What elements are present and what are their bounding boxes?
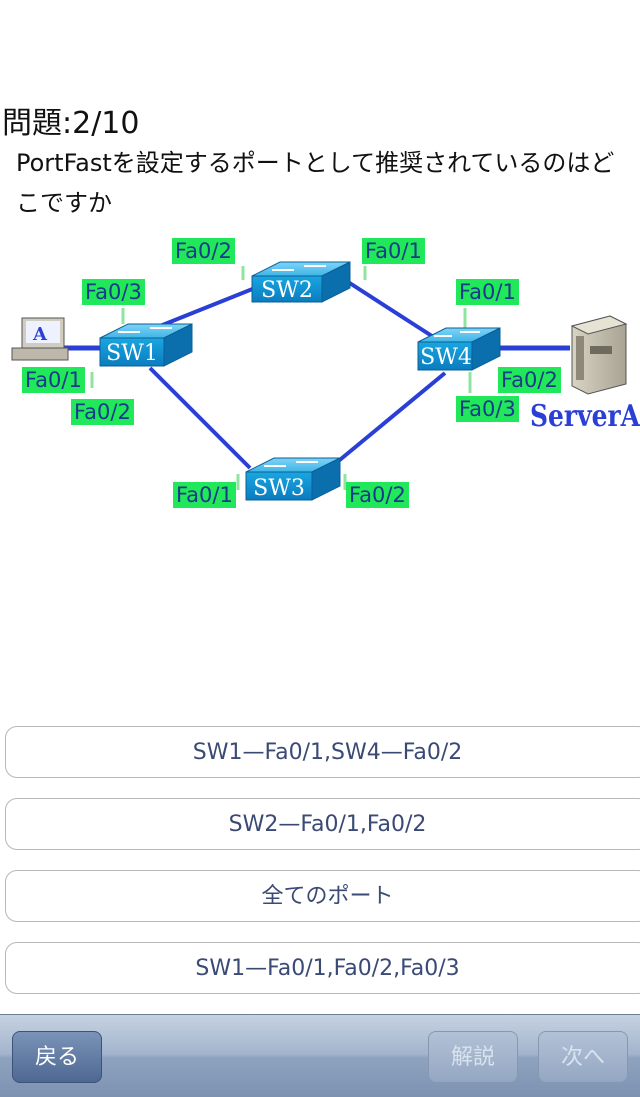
answer-option-2[interactable]: SW2—Fa0/1,Fa0/2 <box>5 798 640 850</box>
port-label-sw1-top: Fa0/3 <box>82 279 145 305</box>
network-topology-svg: A ServerA SW1 SW2 <box>11 261 640 501</box>
switch-sw1: SW1 <box>99 323 193 367</box>
server-a-icon <box>570 315 628 395</box>
next-button[interactable]: 次へ <box>538 1031 628 1083</box>
port-label-sw4-top: Fa0/1 <box>456 279 519 305</box>
question-text: PortFastを設定するポートとして推奨されているのはどこですか <box>16 149 615 217</box>
answer-option-1[interactable]: SW1—Fa0/1,SW4—Fa0/2 <box>5 726 640 778</box>
explanation-button[interactable]: 解説 <box>428 1031 518 1083</box>
network-diagram: A ServerA SW1 SW2 <box>0 228 640 518</box>
svg-text:A: A <box>32 324 48 345</box>
port-label-sw4-right: Fa0/2 <box>498 367 561 393</box>
port-label-sw2-left: Fa0/2 <box>172 238 235 264</box>
port-label-sw1-bottom: Fa0/2 <box>71 399 134 425</box>
pc-a-icon: A <box>11 317 69 361</box>
question-number: 問題:2/10 <box>2 106 140 141</box>
answer-option-3[interactable]: 全てのポート <box>5 870 640 922</box>
port-label-sw4-bottom: Fa0/3 <box>456 396 519 422</box>
network-links <box>60 278 570 470</box>
bottom-toolbar: 戻る 解説 次へ <box>0 1014 640 1097</box>
port-label-sw2-right: Fa0/1 <box>362 238 425 264</box>
port-label-sw1-left: Fa0/1 <box>22 367 85 393</box>
svg-text:SW1: SW1 <box>106 341 158 366</box>
server-a-label: ServerA <box>530 399 640 434</box>
switch-sw3: SW3 <box>245 457 341 501</box>
port-label-sw3-right: Fa0/2 <box>346 482 409 508</box>
svg-text:SW4: SW4 <box>420 345 472 370</box>
back-button[interactable]: 戻る <box>12 1031 102 1083</box>
port-label-sw3-left: Fa0/1 <box>173 482 236 508</box>
switch-sw4: SW4 <box>417 327 501 371</box>
answer-option-4[interactable]: SW1—Fa0/1,Fa0/2,Fa0/3 <box>5 942 640 994</box>
switch-sw2: SW2 <box>251 261 351 303</box>
svg-text:SW3: SW3 <box>253 476 305 501</box>
svg-text:SW2: SW2 <box>261 278 313 303</box>
